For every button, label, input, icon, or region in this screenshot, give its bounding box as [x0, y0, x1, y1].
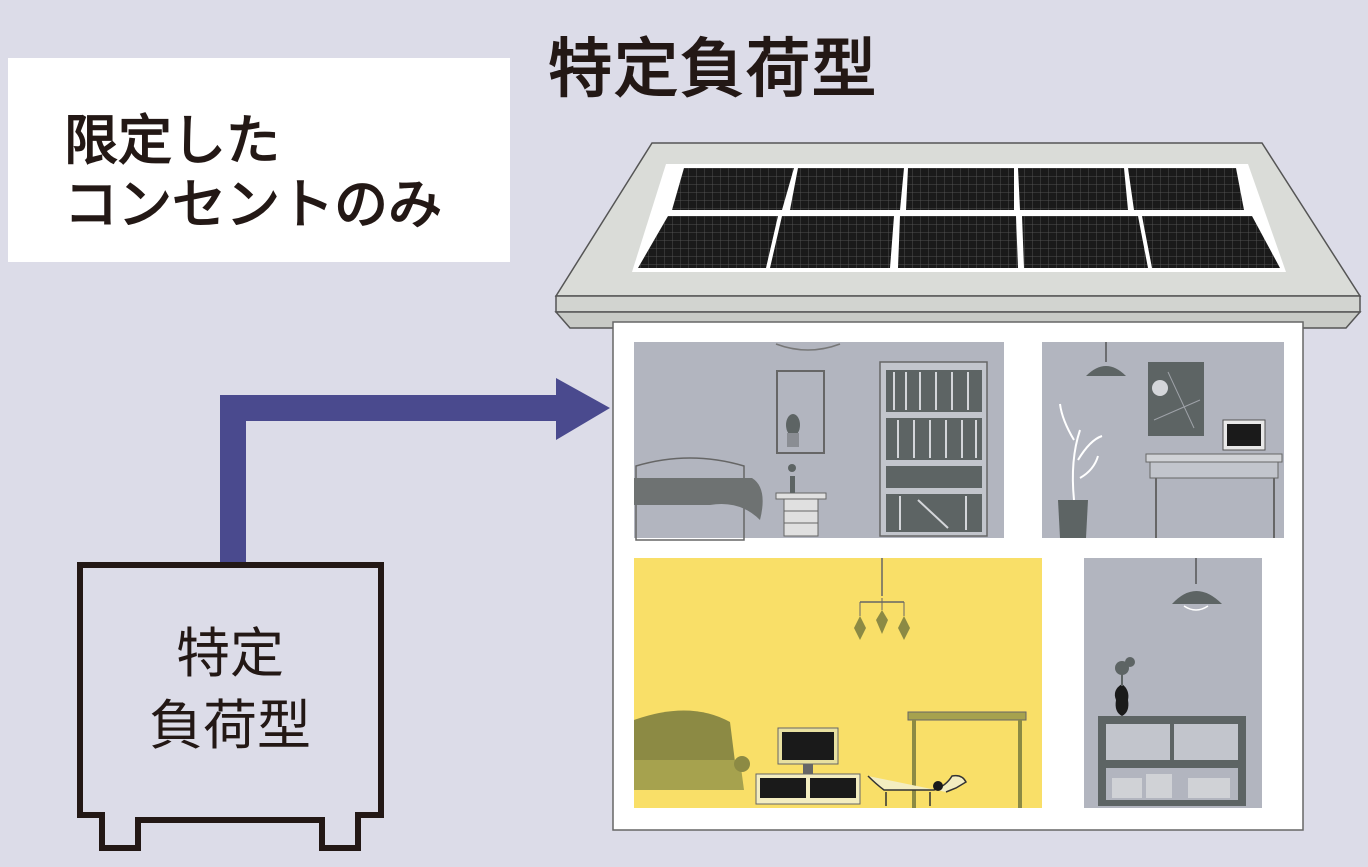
- device-label-line-2: 負荷型: [149, 694, 311, 757]
- note-line-2: コンセントのみ: [64, 173, 442, 236]
- page-title: 特定負荷型: [548, 33, 878, 107]
- power-flow-arrow: [220, 378, 610, 565]
- device-label: 特定 負荷型: [80, 618, 380, 762]
- room-study: [1042, 342, 1284, 538]
- solar-panel-array: [632, 164, 1286, 272]
- room-living-lit: [634, 558, 1042, 808]
- device-label-line-1: 特定: [176, 622, 284, 685]
- room-kitchen: [1084, 558, 1262, 808]
- storage-battery-device: [77, 562, 384, 851]
- note-box: 限定した コンセントのみ: [8, 58, 510, 262]
- room-bedroom: [634, 342, 1004, 541]
- note-line-1: 限定した: [64, 109, 280, 172]
